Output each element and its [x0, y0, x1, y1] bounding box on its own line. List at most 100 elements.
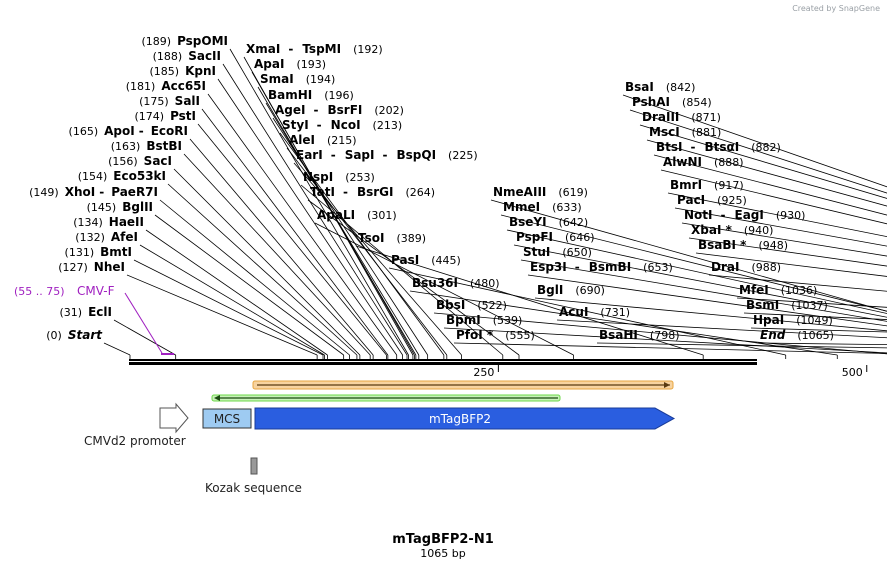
- site-position: (445): [431, 254, 461, 267]
- site-sacii[interactable]: SacII(188): [153, 49, 221, 63]
- site-position: (165): [69, 125, 99, 138]
- site-hpai[interactable]: HpaI(1049): [753, 313, 833, 327]
- site-name: Esp3I: [530, 260, 567, 274]
- site-bsmi[interactable]: BsmI(1037): [746, 298, 828, 312]
- site-alt-name: SapI: [345, 148, 375, 162]
- site-pfoi[interactable]: PfoI *(555): [456, 328, 535, 342]
- site-alt-name: BsmBI: [589, 260, 631, 274]
- site-name: BbsI: [436, 298, 465, 312]
- site-sali[interactable]: SalI(175): [139, 94, 200, 108]
- site-haeii[interactable]: HaeII(134): [73, 215, 144, 229]
- backbone-top: [129, 359, 757, 361]
- site-psti[interactable]: PstI(174): [134, 109, 196, 123]
- site-position: (871): [691, 111, 721, 124]
- site-agei[interactable]: AgeI-BsrFI(202): [275, 103, 404, 117]
- site-name: DraIII: [642, 110, 679, 124]
- site-draiii[interactable]: DraIII (871): [642, 110, 721, 124]
- feature-cmvd2-promoter[interactable]: CMVd2 promoter: [84, 402, 189, 448]
- site-bsabi[interactable]: BsaBI *(948): [698, 238, 788, 252]
- site-afei[interactable]: AfeI(132): [75, 230, 138, 244]
- site-bglii[interactable]: BglII(145): [87, 200, 153, 214]
- site-name: HpaI: [753, 313, 784, 327]
- site-connector: [433, 312, 887, 355]
- site-bseyi[interactable]: BseYI(642): [509, 215, 588, 229]
- feature-mtagbfp2[interactable]: mTagBFP2: [254, 407, 676, 430]
- ruler-tick-label: 250: [473, 366, 494, 379]
- site-name: XbaI *: [691, 223, 733, 237]
- site-mmei[interactable]: MmeI(633): [503, 200, 582, 214]
- site-dash: -: [288, 42, 293, 56]
- site-connector: [154, 214, 344, 356]
- site-connector: [556, 319, 887, 339]
- site-xhoi[interactable]: PaeR7I-XhoI(149): [29, 185, 158, 199]
- site-name: MfeI: [739, 283, 769, 297]
- site-nmeaiii[interactable]: NmeAIII(619): [493, 185, 588, 199]
- site-bsu36i[interactable]: Bsu36I(480): [412, 276, 500, 290]
- site-connector: [173, 168, 361, 356]
- site-styi[interactable]: StyI-NcoI(213): [282, 118, 402, 132]
- site-xbai[interactable]: XbaI *(940): [691, 223, 773, 237]
- site-position: (539): [493, 314, 523, 327]
- feature-mcs[interactable]: MCS: [202, 408, 252, 429]
- site-saci[interactable]: SacI(156): [108, 154, 172, 168]
- site-name: AfeI: [111, 230, 138, 244]
- site-stui[interactable]: StuI(650): [523, 245, 592, 259]
- site-apai[interactable]: ApaI(193): [254, 57, 326, 71]
- site-name: StuI: [523, 245, 550, 259]
- primer-cmv-f[interactable]: (55 .. 75) CMV-F: [14, 284, 174, 355]
- site-position: (480): [470, 277, 500, 290]
- site-drai[interactable]: DraI(988): [711, 260, 781, 274]
- site-alt-name: BspQI: [396, 148, 436, 162]
- site-bbsi[interactable]: BbsI(522): [436, 298, 507, 312]
- site-nspi[interactable]: NspI(253): [303, 170, 375, 184]
- site-dash: -: [575, 260, 580, 274]
- site-pspomi[interactable]: PspOMI(189): [141, 34, 228, 48]
- site-position: (189): [141, 35, 171, 48]
- site-dash: -: [721, 208, 726, 222]
- site-tati[interactable]: TatI-BsrGI(264): [310, 185, 435, 199]
- site-bsahi[interactable]: BsaHI(798): [599, 328, 680, 342]
- site-xmai[interactable]: XmaI-TspMI(192): [246, 42, 383, 56]
- site-acc65i[interactable]: Acc65I(181): [126, 79, 206, 93]
- site-kpni[interactable]: KpnI(185): [150, 64, 217, 78]
- site-smai[interactable]: SmaI(194): [260, 72, 335, 86]
- feature-kozak[interactable]: Kozak sequence: [205, 457, 302, 495]
- site-eari[interactable]: EarI-SapI-BspQI(225): [296, 148, 478, 162]
- site-pasi[interactable]: PasI(445): [391, 253, 461, 267]
- site-pshai[interactable]: PshAI(854): [632, 95, 712, 109]
- site-alei[interactable]: AleI(215): [289, 133, 357, 147]
- site-alwni[interactable]: AlwNI(888): [663, 155, 744, 169]
- site-acui[interactable]: AcuI(731): [559, 305, 630, 319]
- site-connector: [500, 214, 887, 312]
- site-eco53ki[interactable]: Eco53kI(154): [78, 169, 166, 183]
- sequence-ruler: 2505007501000: [129, 359, 868, 379]
- backbone-bottom: [129, 362, 757, 365]
- site-bsai[interactable]: BsaI(842): [625, 80, 695, 94]
- site-msci[interactable]: MscI(881): [649, 125, 721, 139]
- site-mfei[interactable]: MfeI(1036): [739, 283, 817, 297]
- site-nhei[interactable]: NheI(127): [58, 260, 125, 274]
- site-bmri[interactable]: BmrI(917): [670, 178, 744, 192]
- site-btsi[interactable]: BtsI-BtsαI(882): [656, 140, 781, 154]
- site-esp3i[interactable]: Esp3I-BsmBI (653): [530, 260, 673, 274]
- site-bmti[interactable]: BmtI(131): [65, 245, 132, 259]
- site-position: (653): [643, 261, 673, 274]
- green-arrow[interactable]: [211, 394, 561, 402]
- site-tsoi[interactable]: TsoI(389): [358, 231, 426, 245]
- site-bamhi[interactable]: BamHI(196): [268, 88, 354, 102]
- site-start[interactable]: Start(0): [46, 328, 103, 342]
- orf-arrow[interactable]: [252, 380, 674, 390]
- site-paci[interactable]: PacI(925): [677, 193, 747, 207]
- site-connector: [681, 222, 887, 257]
- site-position: (555): [505, 329, 535, 342]
- site-bpmi[interactable]: BpmI(539): [446, 313, 522, 327]
- site-noti[interactable]: NotI-EagI(930): [684, 208, 805, 222]
- site-apali[interactable]: ApaLI(301): [317, 208, 397, 222]
- site-end[interactable]: End(1065): [760, 328, 834, 342]
- site-connector: [527, 274, 887, 327]
- site-bgli[interactable]: BglI(690): [537, 283, 605, 297]
- site-pspfi[interactable]: PspFI(646): [516, 230, 595, 244]
- site-ecli[interactable]: EclI(31): [60, 305, 112, 319]
- site-apoi[interactable]: EcoRI-ApoI(165): [69, 124, 188, 138]
- site-bstbi[interactable]: BstBI(163): [111, 139, 182, 153]
